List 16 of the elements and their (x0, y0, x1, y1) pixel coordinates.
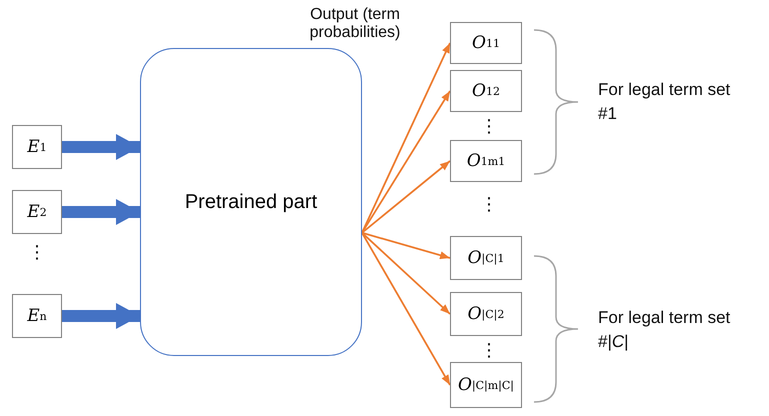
arrow (62, 303, 140, 329)
arrow (361, 232, 451, 386)
brace-label: For legal term set #1 (598, 79, 732, 125)
arrow (62, 134, 140, 160)
arrow (361, 232, 451, 315)
ellipsis: ⋮ (480, 116, 498, 137)
ellipsis: ⋮ (480, 340, 498, 361)
arrow (361, 160, 451, 234)
ellipsis: ⋮ (28, 242, 46, 263)
ellipsis: ⋮ (480, 194, 498, 215)
arrow (361, 42, 451, 234)
arrow (362, 232, 450, 260)
process-box: Pretrained part (140, 48, 362, 356)
brace-label: For legal term set #|C| (598, 307, 732, 353)
arrow (62, 199, 140, 225)
output-label: Output (term probabilities) (308, 6, 402, 42)
